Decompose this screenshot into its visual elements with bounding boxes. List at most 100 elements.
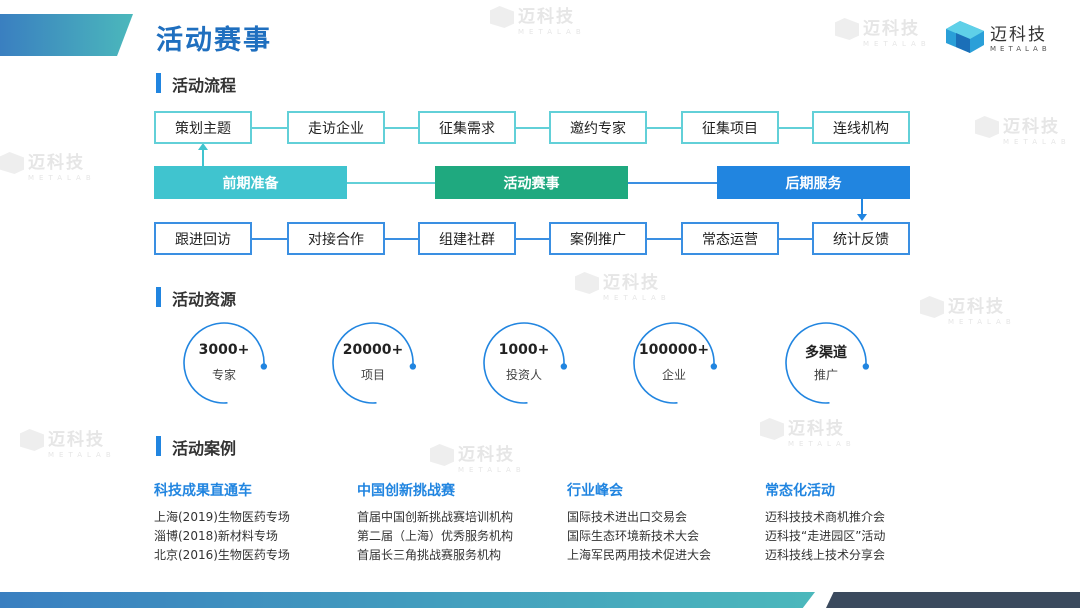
watermark-sub: METALAB bbox=[603, 294, 671, 302]
watermark-sub: METALAB bbox=[863, 40, 931, 48]
watermark-text: 迈科技 bbox=[788, 419, 845, 439]
case-item: 迈科技“走进园区”活动 bbox=[765, 529, 886, 543]
page-title: 活动赛事 bbox=[156, 25, 272, 56]
watermark-sub: METALAB bbox=[1003, 138, 1071, 146]
flow-step: 征集需求 bbox=[418, 111, 516, 144]
resource-label: 企业 bbox=[661, 368, 686, 382]
progress-ring-icon bbox=[785, 322, 870, 404]
resource-value: 3000+ bbox=[198, 342, 250, 358]
flow-step: 策划主题 bbox=[154, 111, 252, 144]
section-title-flow: 活动流程 bbox=[156, 72, 236, 96]
case-item: 上海(2019)生物医药专场 bbox=[154, 510, 290, 524]
phase-pre: 前期准备 bbox=[154, 166, 347, 199]
watermark-text: 迈科技 bbox=[458, 445, 515, 465]
resource-value: 多渠道 bbox=[805, 345, 847, 361]
flow-step: 统计反馈 bbox=[812, 222, 910, 255]
flow-step: 跟进回访 bbox=[154, 222, 252, 255]
logo: 迈科技 METALAB bbox=[946, 20, 1051, 53]
connector bbox=[200, 127, 860, 129]
progress-ring-icon bbox=[183, 322, 268, 404]
watermark-sub: METALAB bbox=[948, 318, 1016, 326]
watermark-sub: METALAB bbox=[28, 174, 96, 182]
flow-step: 连线机构 bbox=[812, 111, 910, 144]
case-item: 淄博(2018)新材料专场 bbox=[154, 529, 278, 543]
watermark-text: 迈科技 bbox=[948, 297, 1005, 317]
flow-step: 案例推广 bbox=[549, 222, 647, 255]
progress-ring-icon bbox=[332, 322, 417, 404]
logo-icon bbox=[946, 20, 984, 53]
resource-label: 专家 bbox=[211, 368, 236, 382]
flow-step: 邀约专家 bbox=[549, 111, 647, 144]
case-item: 国际技术进出口交易会 bbox=[567, 510, 688, 524]
flow-step: 对接合作 bbox=[287, 222, 385, 255]
footer-bar bbox=[0, 592, 815, 608]
case-item: 上海军民两用技术促进大会 bbox=[567, 548, 712, 562]
flow-step: 走访企业 bbox=[287, 111, 385, 144]
progress-ring-icon bbox=[633, 322, 718, 404]
resource-stat: 100000+ 企业 bbox=[629, 318, 719, 408]
case-column: 中国创新挑战赛首届中国创新挑战赛培训机构第二届（上海）优秀服务机构首届长三角挑战… bbox=[357, 480, 513, 565]
watermark-text: 迈科技 bbox=[863, 19, 920, 39]
case-item: 迈科技技术商机推介会 bbox=[765, 510, 886, 524]
resource-stat: 1000+ 投资人 bbox=[479, 318, 569, 408]
connector bbox=[300, 182, 530, 184]
flow-step: 组建社群 bbox=[418, 222, 516, 255]
watermark-text: 迈科技 bbox=[48, 430, 105, 450]
logo-sub: METALAB bbox=[990, 45, 1051, 53]
resource-value: 20000+ bbox=[342, 342, 404, 358]
arrow-down-connector bbox=[861, 199, 863, 215]
resource-stat: 20000+ 项目 bbox=[328, 318, 418, 408]
phase-post: 后期服务 bbox=[717, 166, 910, 199]
case-item: 迈科技线上技术分享会 bbox=[765, 548, 886, 562]
case-item: 第二届（上海）优秀服务机构 bbox=[357, 529, 514, 543]
resource-stat: 3000+ 专家 bbox=[179, 318, 269, 408]
watermark-text: 迈科技 bbox=[518, 7, 575, 27]
case-item: 国际生态环境新技术大会 bbox=[567, 529, 700, 543]
resource-label: 推广 bbox=[813, 368, 838, 382]
case-item: 首届中国创新挑战赛培训机构 bbox=[357, 510, 514, 524]
watermark-text: 迈科技 bbox=[1003, 117, 1060, 137]
logo-name: 迈科技 bbox=[990, 25, 1047, 45]
watermark-text: 迈科技 bbox=[603, 273, 660, 293]
case-column: 科技成果直通车上海(2019)生物医药专场淄博(2018)新材料专场北京(201… bbox=[154, 480, 290, 565]
header-accent-bar bbox=[0, 14, 133, 56]
resource-value: 100000+ bbox=[638, 342, 710, 358]
case-column: 行业峰会国际技术进出口交易会国际生态环境新技术大会上海军民两用技术促进大会 bbox=[567, 480, 711, 565]
case-title: 中国创新挑战赛 bbox=[357, 483, 455, 499]
section-title-resources: 活动资源 bbox=[156, 286, 236, 310]
phase-event: 活动赛事 bbox=[435, 166, 628, 199]
arrow-up-icon bbox=[198, 143, 208, 150]
flow-step: 常态运营 bbox=[681, 222, 779, 255]
watermark-text: 迈科技 bbox=[28, 153, 85, 173]
case-title: 行业峰会 bbox=[567, 483, 623, 499]
section-title-cases: 活动案例 bbox=[156, 435, 236, 459]
arrow-up-connector bbox=[202, 148, 204, 166]
resource-label: 项目 bbox=[360, 368, 385, 382]
arrow-down-icon bbox=[857, 214, 867, 221]
watermark-sub: METALAB bbox=[788, 440, 856, 448]
case-title: 科技成果直通车 bbox=[154, 483, 252, 499]
resource-label: 投资人 bbox=[505, 368, 542, 382]
watermark-sub: METALAB bbox=[458, 466, 526, 474]
footer-bar-dark bbox=[826, 592, 1080, 608]
watermark-sub: METALAB bbox=[518, 28, 586, 36]
progress-ring-icon bbox=[483, 322, 568, 404]
watermark-sub: METALAB bbox=[48, 451, 116, 459]
flow-step: 征集项目 bbox=[681, 111, 779, 144]
resource-value: 1000+ bbox=[498, 342, 550, 358]
case-item: 北京(2016)生物医药专场 bbox=[154, 548, 290, 562]
case-item: 首届长三角挑战赛服务机构 bbox=[357, 548, 502, 562]
connector bbox=[200, 238, 860, 240]
resource-stat: 多渠道推广 bbox=[781, 318, 871, 408]
case-column: 常态化活动迈科技技术商机推介会迈科技“走进园区”活动迈科技线上技术分享会 bbox=[765, 480, 885, 565]
case-title: 常态化活动 bbox=[765, 483, 835, 499]
